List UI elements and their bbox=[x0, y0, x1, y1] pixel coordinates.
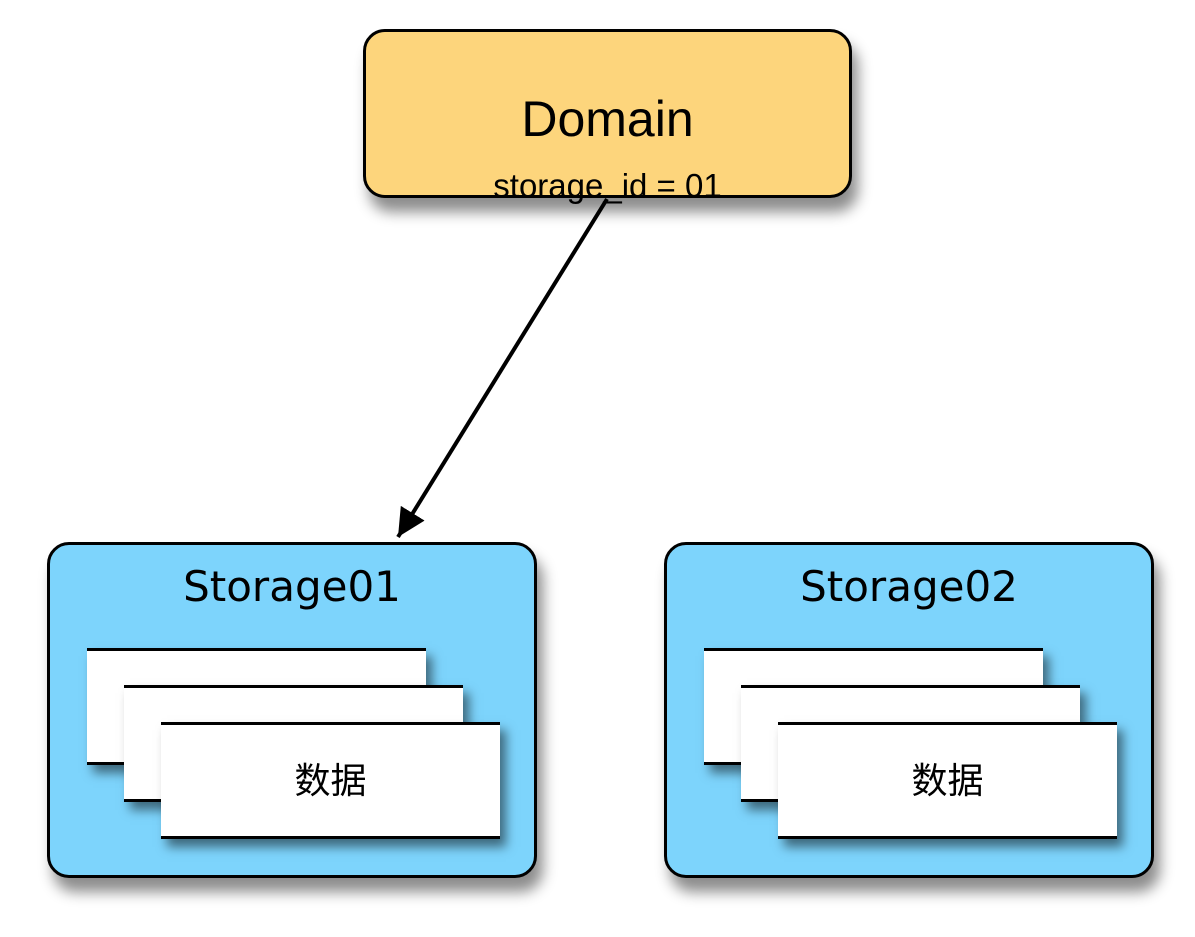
domain-storage-id: storage_id = 01 bbox=[493, 167, 722, 204]
storage-node-02: Storage02 数据 bbox=[664, 542, 1154, 878]
storage-title: Storage02 bbox=[800, 562, 1018, 611]
data-card-label: 数据 bbox=[294, 761, 367, 802]
data-card-label: 数据 bbox=[911, 761, 984, 802]
domain-node: Domain storage_id = 01 bbox=[363, 29, 852, 204]
data-card-front: 数据 bbox=[778, 722, 1117, 839]
storage-node-01: Storage01 数据 bbox=[47, 542, 537, 878]
storage-title: Storage01 bbox=[183, 562, 401, 611]
domain-title: Domain bbox=[521, 91, 694, 147]
data-card-front: 数据 bbox=[161, 722, 500, 839]
edge-domain-to-storage01 bbox=[396, 197, 609, 539]
